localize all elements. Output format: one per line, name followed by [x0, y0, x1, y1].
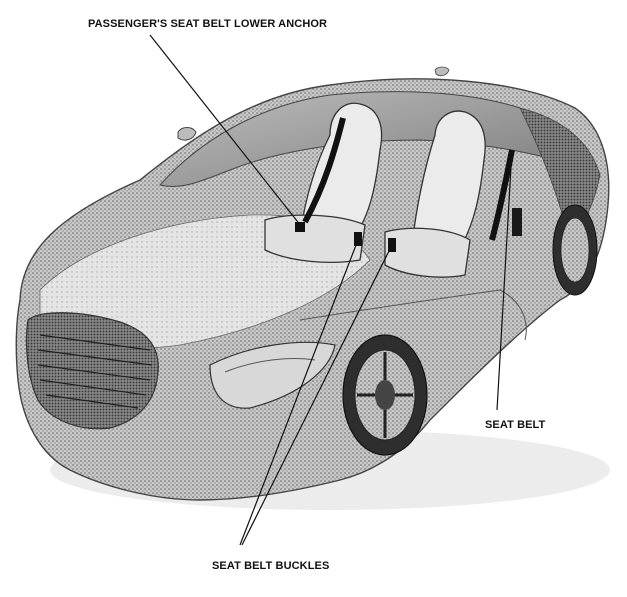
passenger-seat	[264, 102, 383, 263]
label-seat-belt: SEAT BELT	[485, 419, 546, 431]
leader-line-buckle-passenger	[239, 239, 359, 546]
front-grille	[25, 312, 159, 430]
label-seat-belt-buckles: SEAT BELT BUCKLES	[212, 560, 330, 572]
leader-lines	[149, 34, 513, 546]
seat-belt-lower-anchor	[295, 222, 305, 232]
leader-line-lower-anchor	[149, 34, 302, 227]
rear-wheel	[552, 204, 598, 296]
seat-belt-buckle-passenger	[354, 232, 362, 246]
headlight	[209, 341, 336, 409]
leader-line-seat-belt	[496, 149, 513, 411]
front-wheel	[342, 334, 428, 456]
driver-seat	[384, 110, 486, 278]
seat-belt-webbing	[302, 117, 522, 241]
leader-line-buckle-driver	[241, 244, 393, 546]
label-passenger-seat-belt-lower-anchor: PASSENGER'S SEAT BELT LOWER ANCHOR	[88, 18, 328, 30]
car-body	[15, 66, 610, 510]
